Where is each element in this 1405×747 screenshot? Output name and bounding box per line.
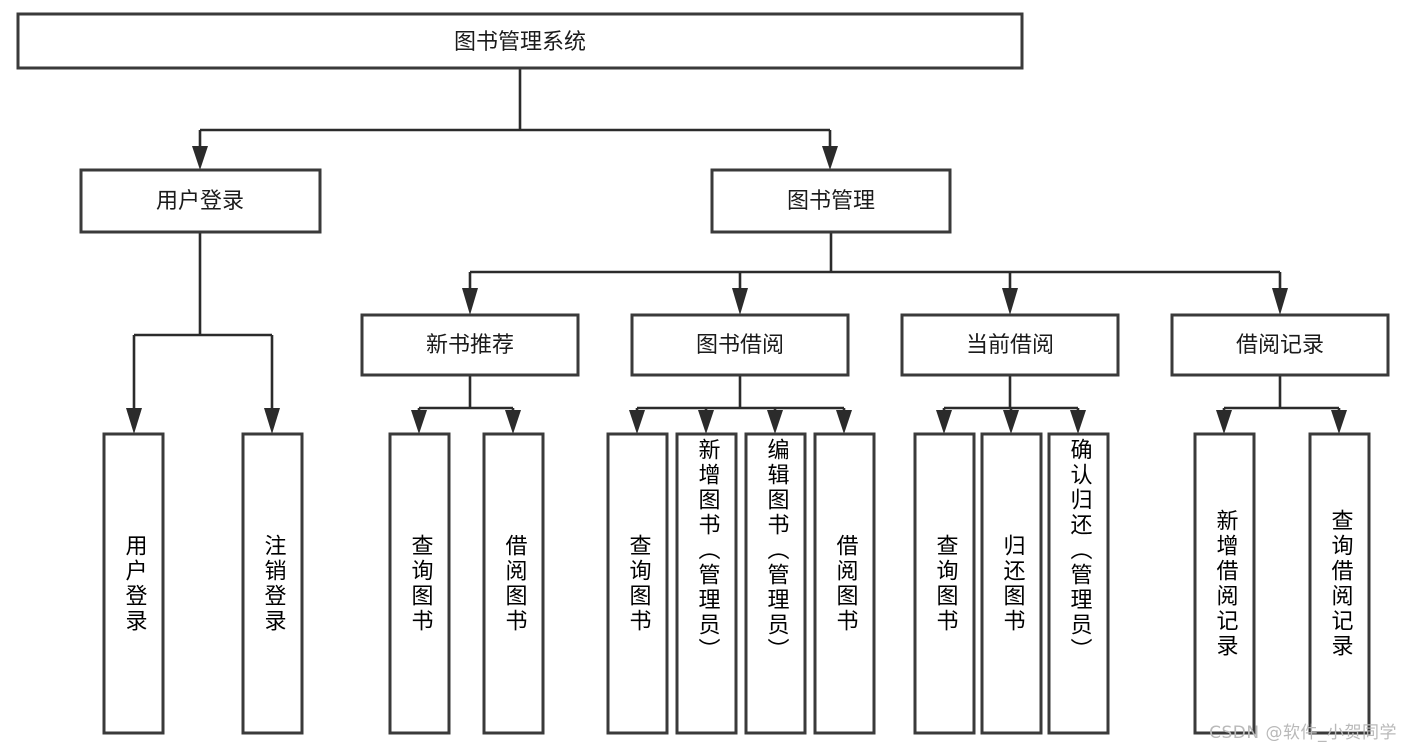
node-book-borrow[interactable]: 图书借阅 [630, 313, 850, 377]
arrow-head-icon [192, 146, 208, 170]
node-box[interactable] [1308, 432, 1371, 735]
arrow-head-icon [836, 410, 852, 434]
arrow-head-icon [462, 288, 478, 315]
node-box[interactable] [79, 168, 322, 234]
node-box[interactable] [980, 432, 1043, 735]
arrow-head-icon [1216, 410, 1232, 434]
node-label: 图书管理系统 [454, 30, 586, 55]
node-box[interactable] [606, 432, 669, 735]
arrow-head-icon [936, 410, 952, 434]
leaf-user-login-login[interactable]: 用户登录 [102, 432, 165, 735]
leaf-book-borrow-add[interactable]: 新增图书（管理员） [675, 432, 738, 735]
arrow-head-icon [1070, 410, 1086, 434]
node-label: 确认归还（管理员） [1066, 438, 1092, 663]
leaf-current-borrow-confirm-return[interactable]: 确认归还（管理员） [1047, 432, 1110, 735]
leaf-book-borrow-query[interactable]: 查询图书 [606, 432, 669, 735]
node-box[interactable] [241, 432, 304, 735]
node-box[interactable] [710, 168, 952, 234]
node-borrow-record[interactable]: 借阅记录 [1170, 313, 1390, 377]
leaf-borrow-record-query[interactable]: 查询借阅记录 [1308, 432, 1371, 735]
node-box[interactable] [1170, 313, 1390, 377]
node-current-borrow[interactable]: 当前借阅 [900, 313, 1120, 377]
node-box[interactable] [900, 313, 1120, 377]
node-label: 查询图书 [407, 533, 433, 634]
node-box[interactable] [1193, 432, 1256, 735]
leaf-new-book-query[interactable]: 查询图书 [388, 432, 451, 735]
leaf-user-login-logout[interactable]: 注销登录 [241, 432, 304, 735]
node-label: 借阅图书 [501, 533, 527, 634]
node-label: 查询图书 [932, 533, 958, 634]
node-box[interactable] [388, 432, 451, 735]
arrow-head-icon [264, 408, 280, 434]
node-box[interactable] [744, 432, 807, 735]
connector-current-borrow-to-leaves [936, 375, 1086, 434]
arrow-head-icon [698, 410, 714, 434]
connector-book-manage-to-level3 [462, 232, 1288, 315]
node-label: 查询借阅记录 [1327, 508, 1353, 659]
connector-borrow-record-to-leaves [1216, 375, 1347, 434]
node-label: 借阅记录 [1236, 333, 1324, 358]
arrow-head-icon [411, 410, 427, 434]
node-label: 借阅图书 [832, 533, 858, 634]
leaf-book-borrow-edit[interactable]: 编辑图书（管理员） [744, 432, 807, 735]
connector-user-login-to-leaves [126, 232, 280, 434]
arrow-head-icon [822, 146, 838, 170]
node-box[interactable] [16, 12, 1024, 70]
arrow-head-icon [1003, 410, 1019, 434]
csdn-watermark: CSDN @软件_小贺同学 [1209, 723, 1397, 743]
node-book-management[interactable]: 图书管理 [710, 168, 952, 234]
node-root-book-management-system[interactable]: 图书管理系统 [16, 12, 1024, 70]
leaf-book-borrow-borrow[interactable]: 借阅图书 [813, 432, 876, 735]
node-box[interactable] [360, 313, 580, 377]
node-label: 归还图书 [999, 533, 1025, 634]
leaf-borrow-record-add[interactable]: 新增借阅记录 [1193, 432, 1256, 735]
arrow-head-icon [629, 410, 645, 434]
leaf-new-book-borrow[interactable]: 借阅图书 [482, 432, 545, 735]
node-label: 当前借阅 [966, 333, 1054, 358]
arrow-head-icon [767, 410, 783, 434]
arrow-head-icon [1002, 288, 1018, 315]
node-label: 图书管理 [787, 189, 875, 214]
node-box[interactable] [913, 432, 976, 735]
node-label: 新增图书（管理员） [694, 438, 720, 663]
node-label: 编辑图书（管理员） [763, 438, 789, 663]
leaf-current-borrow-return[interactable]: 归还图书 [980, 432, 1043, 735]
arrow-head-icon [1331, 410, 1347, 434]
connector-book-borrow-to-leaves [629, 375, 852, 434]
node-label: 新增借阅记录 [1212, 508, 1238, 659]
node-label: 查询图书 [625, 533, 651, 634]
node-new-book-recommend[interactable]: 新书推荐 [360, 313, 580, 377]
node-label: 新书推荐 [426, 333, 514, 358]
node-label: 图书借阅 [696, 333, 784, 358]
arrow-head-icon [732, 288, 748, 315]
arrow-head-icon [126, 408, 142, 434]
arrow-head-icon [1272, 288, 1288, 315]
node-box[interactable] [102, 432, 165, 735]
node-user-login[interactable]: 用户登录 [79, 168, 322, 234]
node-box[interactable] [675, 432, 738, 735]
node-box[interactable] [813, 432, 876, 735]
node-label: 用户登录 [121, 533, 147, 634]
node-box[interactable] [482, 432, 545, 735]
connector-new-book-to-leaves [411, 375, 521, 434]
node-label: 用户登录 [156, 189, 244, 214]
connector-root-to-level2 [192, 68, 838, 170]
node-box[interactable] [630, 313, 850, 377]
node-box[interactable] [1047, 432, 1110, 735]
node-label: 注销登录 [260, 533, 286, 634]
arrow-head-icon [505, 410, 521, 434]
leaf-current-borrow-query[interactable]: 查询图书 [913, 432, 976, 735]
